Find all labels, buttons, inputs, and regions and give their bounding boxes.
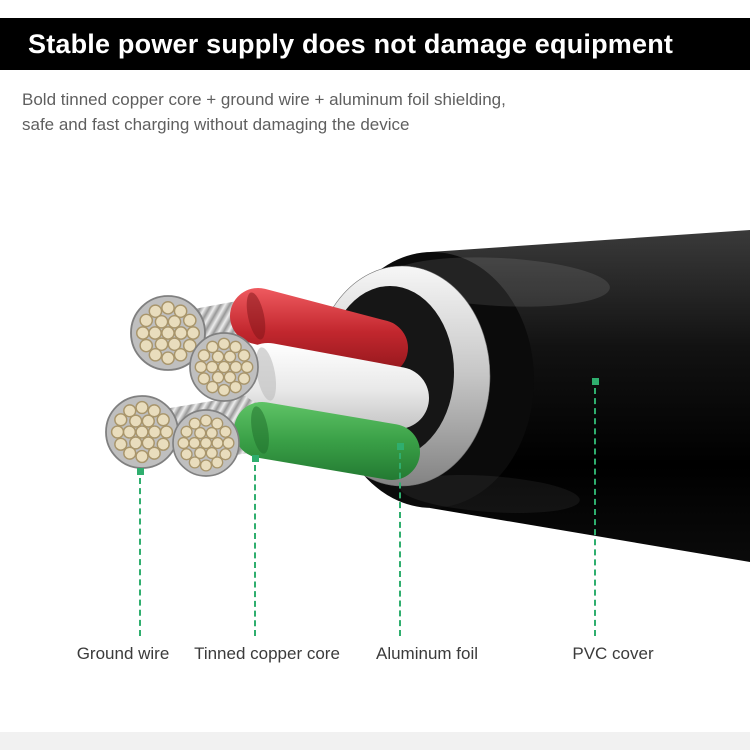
leader-line: [254, 465, 256, 636]
leader-line: [594, 388, 596, 636]
callout-dot: [137, 468, 144, 475]
green-core-strand-face: [172, 409, 240, 477]
callout-dot: [397, 443, 404, 450]
ground-wire-strand-face: [105, 395, 179, 469]
jacket-highlight-bottom: [400, 474, 580, 514]
subtitle-line-2: safe and fast charging without damaging …: [22, 114, 410, 134]
red-wire-cut-face: [246, 292, 266, 340]
white-core-strand-face: [189, 332, 259, 402]
subtitle-line-1: Bold tinned copper core + ground wire + …: [22, 90, 506, 109]
bottom-strip: [0, 732, 750, 750]
title-bar: Stable power supply does not damage equi…: [0, 18, 750, 70]
green-wire-cut-face: [251, 406, 269, 454]
subtitle: Bold tinned copper core + ground wire + …: [22, 88, 506, 137]
callout-label: Aluminum foil: [375, 644, 479, 663]
leader-line: [139, 478, 141, 636]
callout-dot: [252, 455, 259, 462]
red-insulated-wire: [230, 288, 408, 376]
callout-label: Ground wire: [76, 644, 170, 663]
callout-label: Tinned copper core: [194, 644, 340, 663]
page-title: Stable power supply does not damage equi…: [28, 28, 674, 59]
white-insulated-wire: [237, 343, 429, 429]
callout-label: PVC cover: [572, 644, 654, 663]
leader-line: [399, 453, 401, 636]
white-wire-cut-face: [255, 347, 277, 401]
green-insulated-wire: [234, 402, 420, 480]
callout-dot: [592, 378, 599, 385]
